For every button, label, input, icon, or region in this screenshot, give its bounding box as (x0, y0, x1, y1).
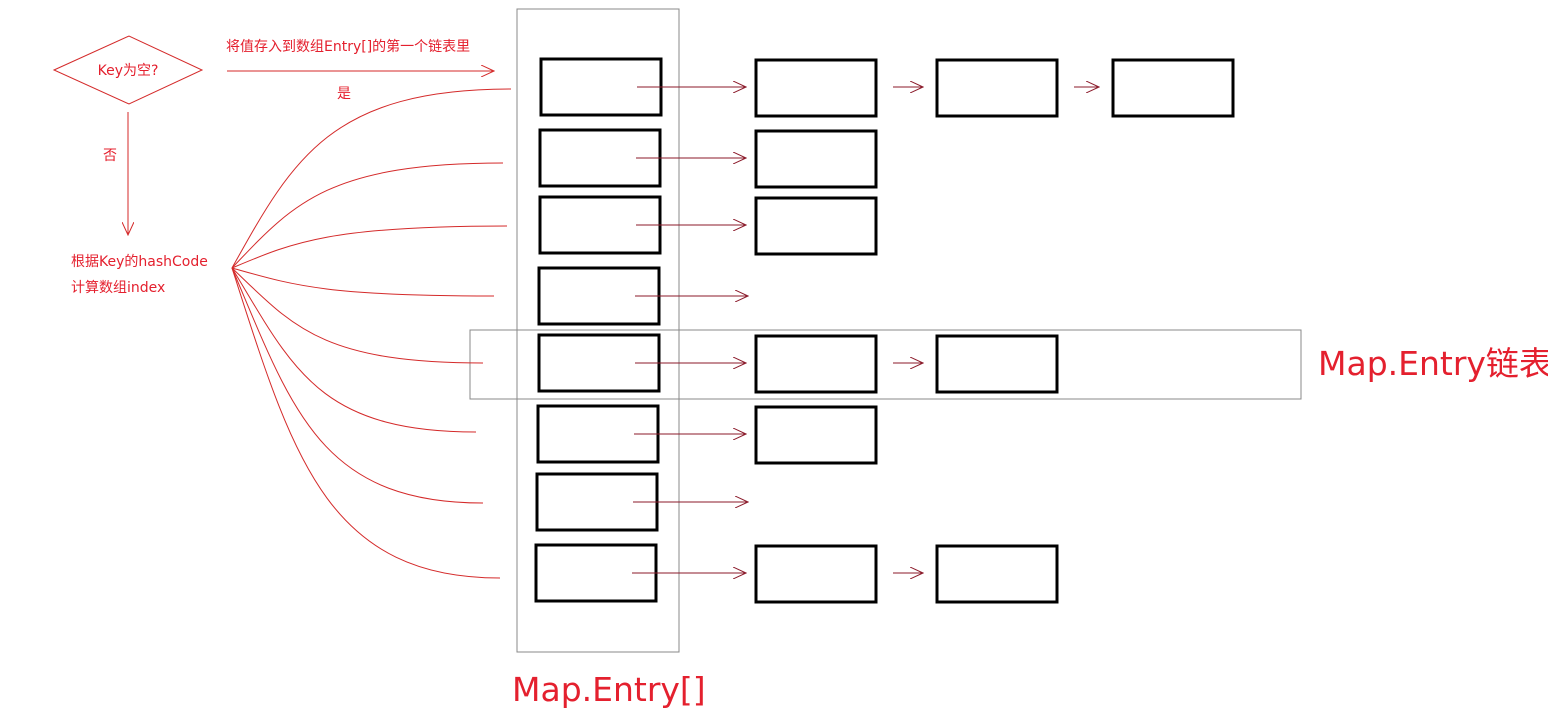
slot-5-entry-node-0 (754, 405, 878, 465)
slot-7-entry-node-1 (935, 544, 1059, 604)
fan-curve-0 (231, 88, 512, 269)
entry-chains (632, 58, 1235, 604)
yes-label: 是 (337, 86, 351, 102)
no-label: 否 (103, 148, 117, 164)
slot-7-entry-node-0 (754, 544, 878, 604)
fan-curve-1 (231, 162, 504, 269)
fan-curve-2 (231, 225, 508, 269)
slot-4-entry-node-0 (754, 334, 878, 394)
fan-curve-5 (231, 267, 477, 433)
fan-curve-3 (231, 267, 495, 297)
array-label: Map.Entry[] (512, 670, 706, 709)
hash-label-line1: 根据Key的hashCode (71, 254, 208, 270)
fan-curve-7 (231, 267, 501, 579)
slot-0-entry-node-0 (754, 58, 878, 118)
bucket-slot-7 (534, 543, 658, 603)
decision-diamond (52, 35, 204, 105)
hash-label-line2: 计算数组index (71, 280, 165, 296)
fan-curve-4 (231, 267, 484, 364)
hash-fan-curves (231, 88, 512, 579)
slot-2-entry-node-0 (754, 196, 878, 256)
highlight-chain-label: Map.Entry链表 (1318, 344, 1548, 383)
bucket-slots (534, 57, 663, 603)
decision-label: Key为空? (98, 63, 159, 79)
slot-1-entry-node-0 (754, 129, 878, 189)
yes-action-label: 将值存入到数组Entry[]的第一个链表里 (226, 38, 470, 55)
bucket-slot-5 (536, 404, 660, 464)
slot-0-entry-node-2 (1111, 58, 1235, 118)
slot-4-entry-node-1 (935, 334, 1059, 394)
fan-curve-6 (231, 267, 484, 504)
highlight-chain-frame (469, 329, 1302, 400)
slot-0-entry-node-1 (935, 58, 1059, 118)
